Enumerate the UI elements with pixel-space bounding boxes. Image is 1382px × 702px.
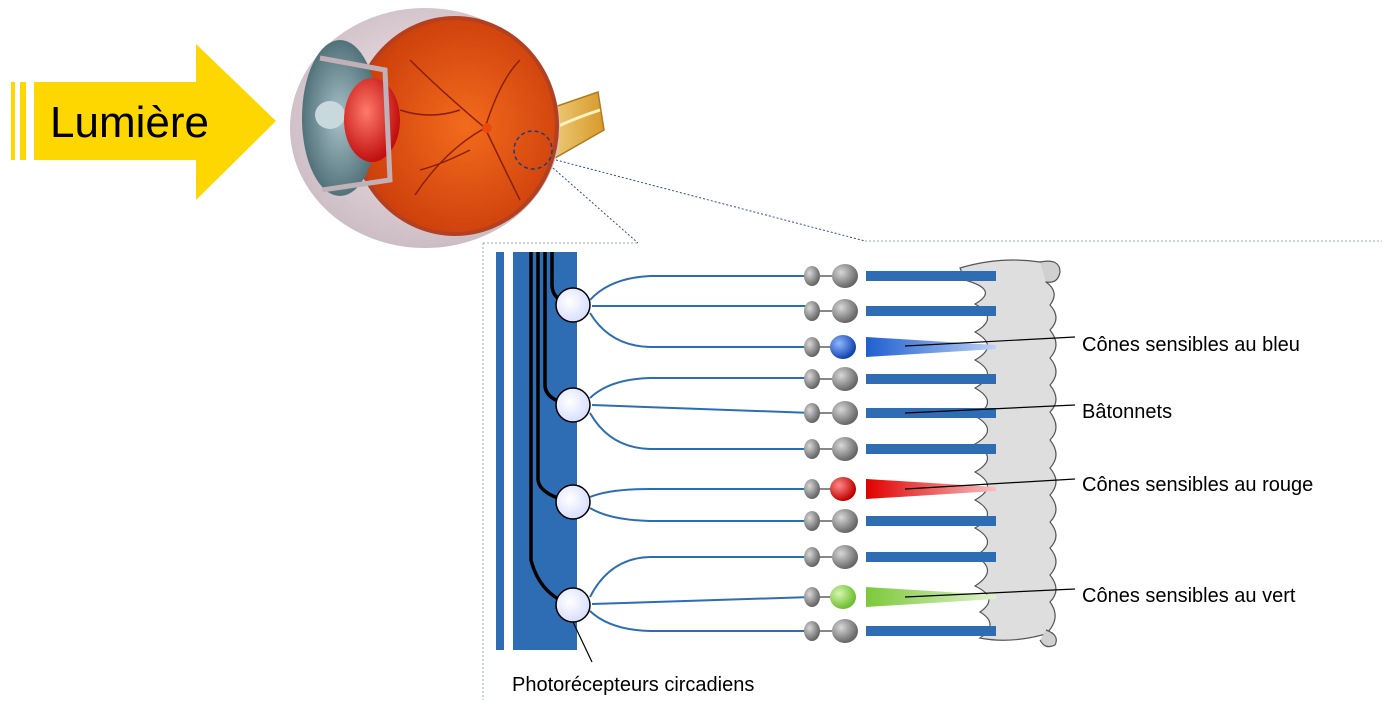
cell-nucleus-small — [804, 511, 820, 531]
cone-outer-segment — [866, 587, 996, 607]
blue-cone-cell — [804, 335, 996, 359]
rod-outer-segment — [866, 516, 996, 526]
label-green-cones: Cônes sensibles au vert — [1082, 585, 1296, 607]
cell-nucleus-small — [804, 547, 820, 567]
rod-outer-segment — [866, 374, 996, 384]
label-blue-cones: Cônes sensibles au bleu — [1082, 334, 1300, 356]
rod-body — [832, 367, 858, 391]
bipolar-fibers — [590, 276, 812, 631]
rod-cell — [804, 299, 996, 323]
cell-nucleus-small — [804, 266, 820, 286]
rod-body — [832, 264, 858, 288]
rod-body — [832, 299, 858, 323]
light-arrow: Lumière — [11, 44, 276, 200]
zoom-guides — [483, 160, 1382, 700]
cell-nucleus-small — [804, 369, 820, 389]
red-cone-cell — [804, 477, 996, 501]
rod-cell — [804, 401, 996, 425]
cell-nucleus-small — [804, 337, 820, 357]
cell-nucleus-small — [804, 301, 820, 321]
rod-cell — [804, 367, 996, 391]
rod-body — [832, 437, 858, 461]
cone-outer-segment — [866, 337, 996, 357]
circadian-neuron — [556, 388, 590, 422]
cell-nucleus-small — [804, 587, 820, 607]
rod-outer-segment — [866, 444, 996, 454]
rod-body — [832, 401, 858, 425]
rod-outer-segment — [866, 306, 996, 316]
circadian-neuron — [556, 588, 590, 622]
cone-outer-segment — [866, 479, 996, 499]
cell-nucleus-small — [804, 403, 820, 423]
circadian-neuron — [556, 485, 590, 519]
cell-nucleus-small — [804, 621, 820, 641]
label-red-cones: Cônes sensibles au rouge — [1082, 474, 1313, 496]
cone-body — [830, 477, 856, 501]
rod-outer-segment — [866, 552, 996, 562]
cone-body — [830, 335, 856, 359]
eye-illustration — [290, 8, 604, 248]
cone-body — [830, 585, 856, 609]
rod-cell — [804, 437, 996, 461]
label-circadian-photoreceptors: Photorécepteurs circadiens — [512, 674, 754, 696]
cell-nucleus-small — [804, 479, 820, 499]
rod-body — [832, 619, 858, 643]
rod-body — [832, 509, 858, 533]
rod-body — [832, 545, 858, 569]
nerve-fiber-band-thin — [496, 252, 504, 650]
photoreceptor-rows — [804, 264, 996, 643]
rod-cell — [804, 509, 996, 533]
rod-outer-segment — [866, 271, 996, 281]
label-rods: Bâtonnets — [1082, 401, 1172, 423]
cell-nucleus-small — [804, 439, 820, 459]
green-cone-cell — [804, 585, 996, 609]
light-arrow-label: Lumière — [50, 98, 209, 147]
circadian-neuron — [556, 288, 590, 322]
rod-cell — [804, 545, 996, 569]
rod-cell — [804, 619, 996, 643]
rod-outer-segment — [866, 626, 996, 636]
retina-detail: Cônes sensibles au bleu Bâtonnets Cônes … — [496, 252, 1313, 696]
